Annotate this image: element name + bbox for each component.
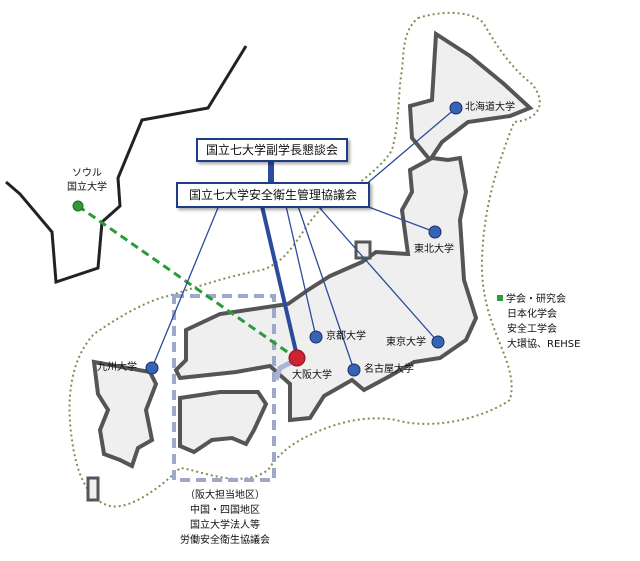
society-item: 日本化学会 [507,309,557,320]
sado-island [354,240,372,260]
node-nagoya [347,363,361,377]
tokyo-label: 東京大学 [386,337,426,348]
node-tohoku [428,225,442,239]
link-nagoya [297,205,355,371]
tohoku-label: 東北大学 [414,244,454,255]
green-square-icon [497,295,503,301]
council-connector [268,160,274,184]
korea-coast [5,45,248,285]
seoul-label-line1: ソウル [72,168,102,179]
link-tohoku [365,205,436,233]
hokkaido-label: 北海道大学 [465,102,515,113]
node-kyushu [145,361,159,375]
node-hokkaido [449,101,463,115]
societies-note: 学会・研究会 日本化学会 安全工学会 大環協、REHSE [497,292,580,352]
node-tokyo [431,335,445,349]
kyushu-label: 九州大学 [97,362,137,373]
link-tokyo [317,205,439,343]
nagoya-label: 名古屋大学 [364,364,414,375]
osaka-region-note: （阪大担当地区） 中国・四国地区 国立大学法人等 労働安全衛生協議会 [160,488,290,548]
node-osaka [288,349,306,367]
kyushu-island [91,359,159,469]
osaka-region-box [172,294,276,482]
safety-council-box: 国立七大学安全衛生管理協議会 [176,182,370,208]
network-lines [151,107,457,371]
link-kyushu [151,197,223,369]
society-item: 大環協、REHSE [507,339,581,350]
kyoto-label: 京都大学 [326,331,366,342]
region-note-line: 労働安全衛生協議会 [180,535,270,546]
link-kyoto [285,205,317,338]
node-kyoto [309,330,323,344]
link-osaka-main [260,205,299,357]
region-note-line: 国立大学法人等 [190,520,260,531]
tanegashima-island [86,476,100,502]
region-note-line: （阪大担当地区） [185,490,265,501]
node-seoul [72,200,84,212]
hokkaido-island [407,30,534,164]
seoul-label-line2: 国立大学 [67,182,107,193]
vice-president-council-box: 国立七大学副学長懇談会 [196,138,348,162]
link-hokkaido [363,107,457,187]
osaka-label: 大阪大学 [292,370,332,381]
society-item: 安全工学会 [507,324,557,335]
societies-heading: 学会・研究会 [497,292,580,307]
region-note-line: 中国・四国地区 [190,505,260,516]
university-nodes [72,101,463,377]
shikoku-island [178,390,269,455]
sea-boundary [68,11,541,508]
seoul-label: ソウル 国立大学 [62,168,112,194]
